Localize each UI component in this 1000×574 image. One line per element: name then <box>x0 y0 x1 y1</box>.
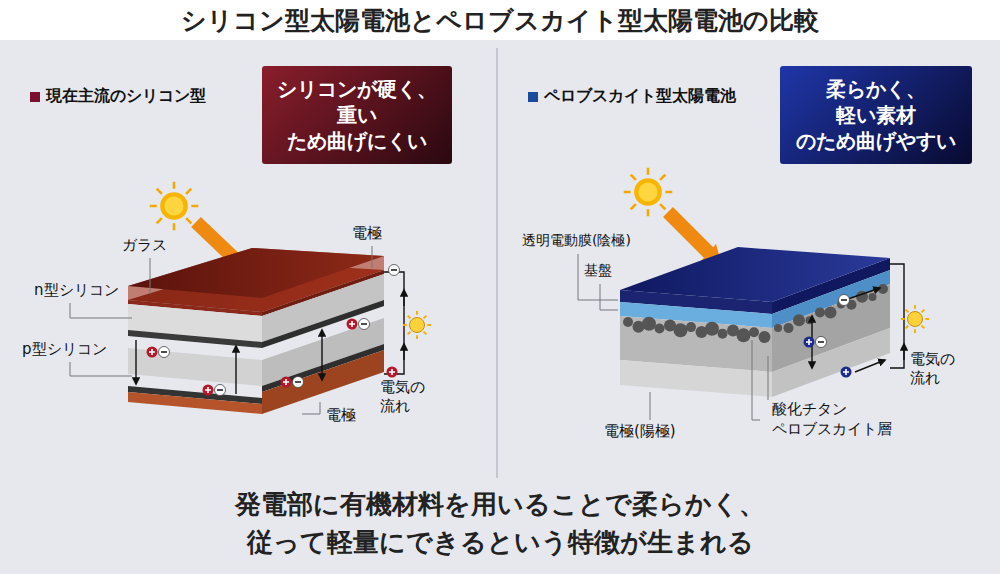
title: シリコン型太陽電池とペロブスカイト型太陽電池の比較 <box>0 4 1000 37</box>
part-label: 電極(陽極) <box>604 422 676 441</box>
box-text: 柔らかく、軽い素材 のため曲げやすい <box>788 76 964 154</box>
part-label: 透明電動膜(陰極) <box>522 232 631 250</box>
box-text: シリコンが硬く、重い ため曲げにくい <box>270 76 444 154</box>
part-label: 電気の流れ <box>910 350 960 388</box>
panel-heading: ペロブスカイト型太陽電池 <box>544 86 736 106</box>
part-label: 基盤 <box>584 262 612 280</box>
part-label: 電極 <box>326 406 356 425</box>
part-label: 電気の流れ <box>380 378 430 416</box>
part-label: p型シリコン <box>22 340 107 359</box>
callout-box: 柔らかく、軽い素材 のため曲げやすい <box>780 66 972 164</box>
part-label: ガラス <box>122 236 167 255</box>
callout-box: シリコンが硬く、重い ため曲げにくい <box>262 66 452 164</box>
part-label: ペロブスカイト層 <box>772 420 892 439</box>
caption: 発電部に有機材料を用いることで柔らかく、 従って軽量にできるという特徴が生まれる <box>150 486 850 561</box>
panel-heading: 現在主流のシリコン型 <box>46 86 206 106</box>
part-label: n型シリコン <box>34 281 119 300</box>
part-label: 電極 <box>352 224 382 243</box>
part-label: 酸化チタン <box>772 400 847 419</box>
